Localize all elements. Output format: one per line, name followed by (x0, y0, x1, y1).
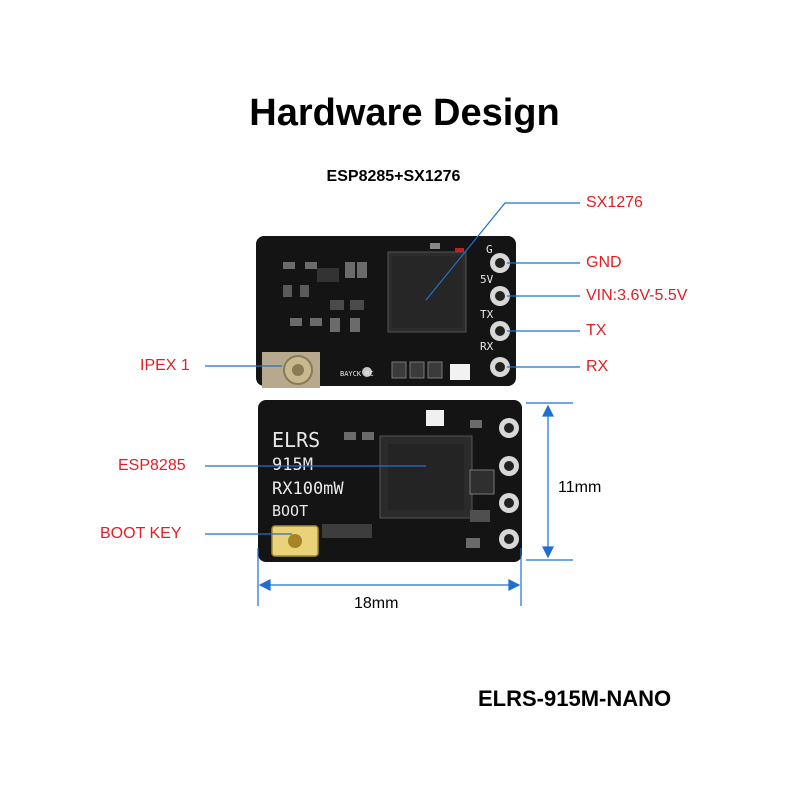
front-pin-rx-text: RX (480, 340, 494, 353)
back-silk-915m: 915M (272, 455, 313, 475)
front-pin-g-text: G (486, 243, 493, 256)
front-pin-5v-text: 5V (480, 273, 494, 286)
chipset-subtitle: ESP8285+SX1276 (326, 168, 461, 185)
vin-callout: VIN:3.6V-5.5V (586, 287, 688, 304)
rx-callout: RX (586, 358, 609, 375)
ipex-callout: IPEX 1 (140, 357, 190, 374)
back-silk-rx100mw: RX100mW (272, 479, 344, 499)
height-dimension-label: 11mm (558, 479, 602, 496)
sx1276-callout: SX1276 (586, 194, 643, 211)
back-silk-boot: BOOT (272, 502, 308, 520)
front-board: BAYCK RC G 5V TX RX (256, 236, 516, 388)
width-dimension-label: 18mm (354, 595, 399, 612)
gnd-callout: GND (586, 254, 622, 271)
back-board: ELRS 915M RX100mW BOOT (258, 400, 522, 562)
tx-callout: TX (586, 322, 607, 339)
boot-key-callout: BOOT KEY (100, 525, 182, 542)
front-pin-tx-text: TX (480, 308, 494, 321)
page-title: Hardware Design (249, 92, 560, 134)
model-name: ELRS-915M-NANO (478, 686, 672, 711)
dimension-lines (257, 402, 573, 606)
front-brand-text: BAYCK RC (340, 370, 374, 378)
back-silk-elrs: ELRS (272, 428, 320, 452)
leader-lines (205, 202, 580, 535)
esp8285-callout: ESP8285 (118, 457, 186, 474)
